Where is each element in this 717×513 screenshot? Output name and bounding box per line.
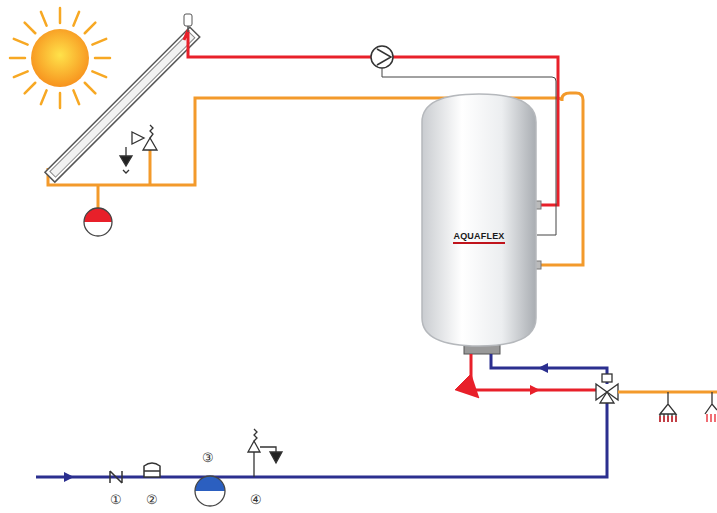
sun-rays <box>10 8 110 108</box>
air-vent <box>184 14 192 26</box>
callout-number: ① <box>110 493 122 507</box>
safety-valve-cold <box>248 429 282 477</box>
brand-label: AQUAFLEX <box>453 231 504 244</box>
check-valve <box>110 471 122 483</box>
callout-number: ② <box>146 493 158 507</box>
callout-number: ③ <box>202 451 214 465</box>
sun <box>31 29 89 87</box>
solar-collector <box>45 27 200 182</box>
expansion-vessel-cold <box>195 476 225 506</box>
safety-valve <box>120 125 157 173</box>
cold-mains <box>36 400 607 477</box>
expansion-vessel-solar <box>84 208 112 236</box>
mixing-valve <box>596 374 618 403</box>
water-tank: AQUAFLEX <box>420 92 538 348</box>
shower-heads <box>660 392 717 422</box>
cold-to-tank <box>491 354 607 384</box>
pump <box>371 46 393 68</box>
filter <box>144 463 160 477</box>
callout-number: ④ <box>250 493 262 507</box>
